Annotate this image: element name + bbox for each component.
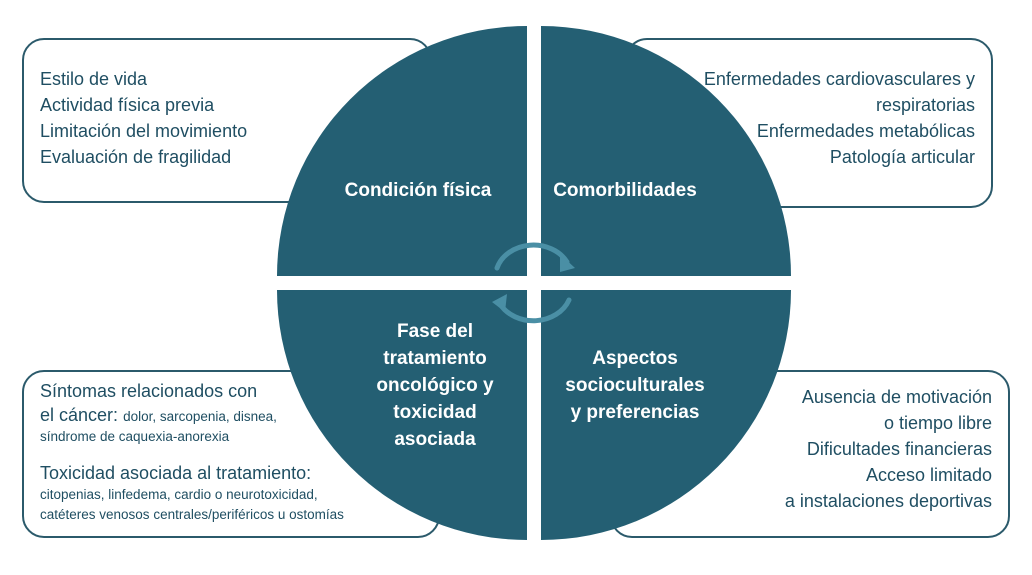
symptoms-line: el cáncer: dolor, sarcopenia, disnea,	[40, 403, 344, 427]
toxicity-heading: Toxicidad asociada al tratamiento:	[40, 463, 312, 483]
label-line: oncológico y	[376, 375, 494, 396]
refresh-arrows-icon	[492, 242, 575, 324]
list-item: respiratorias	[875, 95, 975, 115]
list-item: Ausencia de motivación	[801, 387, 992, 407]
list-item: a instalaciones deportivas	[784, 491, 992, 511]
label-line: socioculturales	[565, 375, 705, 396]
quadrant-sociocultural	[541, 290, 791, 540]
sociocultural-list: Ausencia de motivación o tiempo libre Di…	[785, 384, 992, 514]
sociocultural-label: Aspectos socioculturales y preferencias	[545, 345, 725, 426]
label-line: toxicidad	[393, 402, 477, 423]
list-item: Dificultades financieras	[806, 439, 992, 459]
symptoms-detail-2: síndrome de caquexia-anorexia	[40, 429, 230, 444]
list-item: Enfermedades metabólicas	[756, 121, 975, 141]
list-item: Estilo de vida	[40, 69, 148, 89]
comorbidities-list: Enfermedades cardiovasculares y respirat…	[704, 66, 975, 170]
toxicity-detail-1: citopenias, linfedema, cardio o neurotox…	[40, 487, 318, 502]
comorbidities-label: Comorbilidades	[553, 180, 697, 201]
list-item: Limitación del movimiento	[40, 121, 248, 141]
symptoms-lead: el cáncer:	[40, 405, 119, 425]
list-item: Patología articular	[829, 147, 975, 167]
list-item: Enfermedades cardiovasculares y	[703, 69, 975, 89]
list-item: o tiempo libre	[883, 413, 992, 433]
list-item: Evaluación de fragilidad	[40, 147, 232, 167]
list-item: Acceso limitado	[865, 465, 992, 485]
toxicity-detail-2: catéteres venosos centrales/periféricos …	[40, 507, 344, 522]
label-line: asociada	[394, 429, 476, 450]
symptoms-detail: dolor, sarcopenia, disnea,	[123, 409, 277, 424]
label-line: y preferencias	[570, 402, 700, 423]
list-item: Actividad física previa	[40, 95, 215, 115]
label-line: tratamiento	[383, 348, 487, 369]
physical-condition-list: Estilo de vida Actividad física previa L…	[40, 66, 247, 170]
quadrant-treatment-phase	[277, 290, 527, 540]
treatment-phase-label: Fase del tratamiento oncológico y toxici…	[345, 318, 525, 453]
label-line: Fase del	[396, 321, 474, 342]
quadrant-physical-condition	[277, 26, 527, 276]
physical-condition-label: Condición física	[344, 180, 492, 201]
treatment-phase-text: Síntomas relacionados con el cáncer: dol…	[40, 379, 344, 525]
symptoms-heading: Síntomas relacionados con	[40, 381, 258, 401]
quadrant-comorbidities	[541, 26, 791, 276]
label-line: Aspectos	[592, 348, 678, 369]
